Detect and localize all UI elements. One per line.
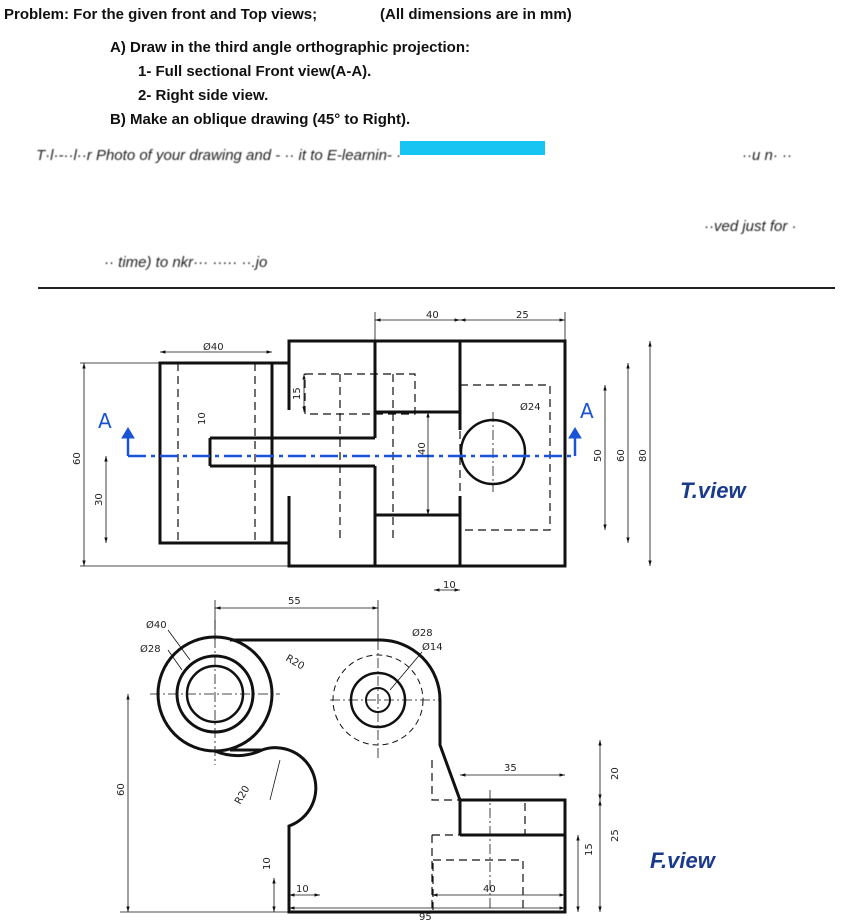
dim-10: 10 — [443, 580, 456, 591]
dim-50: 50 — [593, 449, 604, 462]
section-mark-left: A — [98, 409, 112, 433]
dim-r20-b: R20 — [233, 784, 252, 807]
dim-25: 25 — [516, 310, 529, 321]
dim-55: 55 — [288, 596, 301, 607]
task-a2: 2- Right side view. — [138, 87, 269, 104]
dim-95: 95 — [419, 912, 432, 922]
dim-10-f: 10 — [296, 884, 309, 895]
obscured-line-1-right: ··u n· ·· — [742, 147, 792, 164]
obscured-line-1: T·l·‐··l··r Photo of your drawing and ‐ … — [36, 147, 402, 164]
top-view-labels: 40 25 Ø40 Ø24 10 15 10 40 60 30 50 60 80… — [72, 310, 748, 591]
front-view-label: F.view — [650, 848, 717, 873]
dim-phi28-f: Ø28 — [140, 643, 161, 655]
dim-40-v: 40 — [417, 442, 428, 455]
dim-60-r: 60 — [616, 449, 627, 462]
dim-80: 80 — [638, 449, 649, 462]
dim-10-v: 10 — [197, 412, 208, 425]
dim-phi28-b: Ø28 — [412, 627, 433, 639]
section-mark-right: A — [580, 399, 594, 423]
dim-10-f-v: 10 — [262, 857, 273, 870]
dim-60-f: 60 — [116, 783, 127, 796]
dim-30: 30 — [94, 493, 105, 506]
dim-60: 60 — [72, 452, 83, 465]
dim-40-f: 40 — [483, 884, 496, 895]
task-b: B) Make an oblique drawing (45° to Right… — [110, 111, 411, 128]
dim-25-f: 25 — [610, 829, 621, 842]
top-view — [80, 312, 652, 592]
task-a: A) Draw in the third angle orthographic … — [110, 39, 471, 56]
dim-r20-a: R20 — [284, 653, 307, 672]
front-view-labels: 55 Ø40 Ø28 R20 Ø28 Ø14 35 20 25 15 60 R2… — [116, 596, 717, 922]
divider-line — [38, 287, 835, 289]
obscured-line-3-right: ··ved just for · — [704, 218, 797, 235]
dim-phi14: Ø14 — [422, 641, 443, 653]
dim-20: 20 — [610, 767, 621, 780]
top-view-label: T.view — [680, 478, 748, 503]
problem-title: Problem: For the given front and Top vie… — [4, 6, 318, 23]
dim-15-f: 15 — [584, 843, 595, 856]
dim-15: 15 — [292, 387, 303, 400]
dim-phi24: Ø24 — [520, 401, 541, 413]
front-body — [230, 638, 567, 914]
front-view — [120, 600, 602, 914]
highlight-bar — [400, 141, 545, 155]
task-a1: 1- Full sectional Front view(A-A). — [138, 63, 372, 80]
dim-phi40: Ø40 — [203, 341, 224, 353]
obscured-line-4: ·· time) to nkr··· ····· ··.jo — [104, 254, 268, 271]
units-note: (All dimensions are in mm) — [380, 6, 572, 23]
dim-35: 35 — [504, 763, 517, 774]
dim-40: 40 — [426, 310, 439, 321]
dim-phi40-f: Ø40 — [146, 619, 167, 631]
